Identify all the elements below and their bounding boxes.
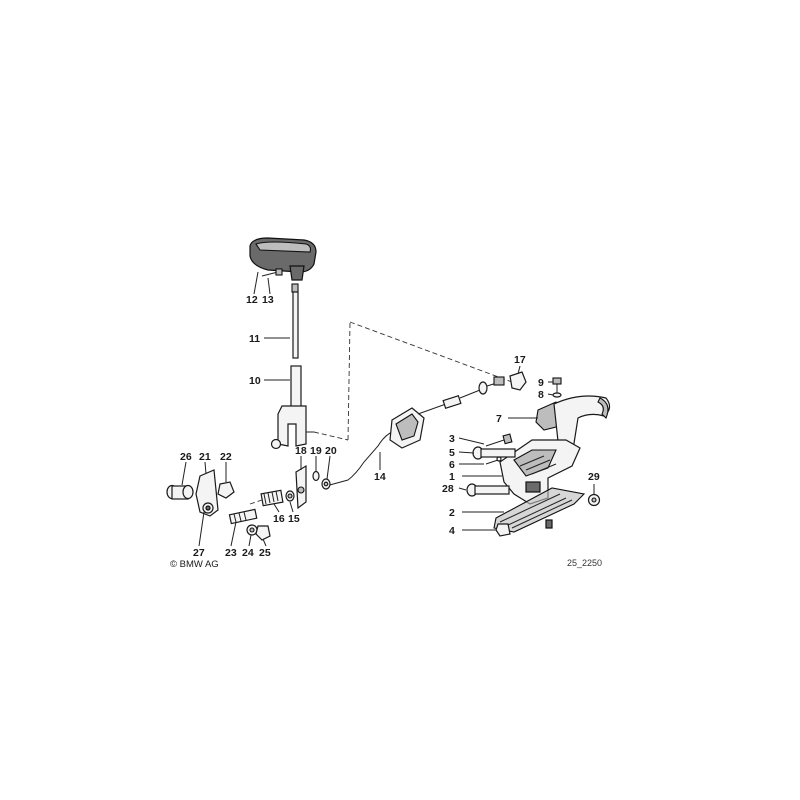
label-3: 3 [449, 433, 455, 445]
label-20: 20 [325, 445, 337, 457]
label-18: 18 [295, 445, 307, 457]
bolt-28 [466, 483, 510, 497]
bolt-23 [228, 508, 258, 525]
spring-16 [249, 489, 284, 507]
label-26: 26 [180, 451, 192, 463]
label-22: 22 [220, 451, 232, 463]
label-4: 4 [449, 525, 455, 537]
label-1: 1 [449, 471, 455, 483]
bushing-15 [285, 490, 295, 502]
pin-6 [485, 456, 502, 465]
label-21: 21 [199, 451, 211, 463]
part-labels: 12 13 11 10 17 9 8 7 3 5 6 1 28 2 4 29 1… [180, 294, 600, 559]
leader-lines [181, 271, 595, 547]
lever-21 [195, 469, 219, 517]
shift-cable [325, 376, 505, 487]
washer-19 [312, 470, 320, 482]
dashed-line [313, 431, 349, 441]
label-8: 8 [538, 389, 544, 401]
label-2: 2 [449, 507, 455, 519]
label-12: 12 [246, 294, 258, 306]
selector-rod [291, 283, 299, 359]
selector-lever [270, 365, 314, 450]
label-11: 11 [249, 333, 260, 345]
clip-17 [509, 371, 527, 391]
label-17: 17 [514, 354, 526, 366]
washer-24 [246, 524, 258, 536]
bolt-5 [472, 446, 516, 460]
shift-knob [249, 237, 317, 281]
copyright-text: © BMW AG [170, 559, 219, 570]
label-24: 24 [242, 547, 254, 559]
label-5: 5 [449, 447, 455, 459]
nut-20 [321, 478, 331, 490]
bushing-26 [166, 484, 194, 500]
nut-25 [255, 525, 271, 541]
nut-22 [217, 481, 235, 499]
dashed-line [347, 321, 351, 441]
bolt-9 [552, 377, 562, 398]
label-10: 10 [249, 375, 261, 387]
bracket-18 [295, 464, 307, 510]
label-25: 25 [259, 547, 271, 559]
label-19: 19 [310, 445, 322, 457]
label-6: 6 [449, 459, 455, 471]
nut-4 [495, 523, 511, 537]
label-29: 29 [588, 471, 600, 483]
label-14: 14 [374, 471, 386, 483]
label-27: 27 [193, 547, 205, 559]
washer-29 [587, 493, 601, 507]
figure-code: 25_2250 [567, 558, 602, 568]
screw-3 [485, 433, 513, 447]
label-13: 13 [262, 294, 274, 306]
label-7: 7 [496, 413, 502, 425]
screw-13 [261, 268, 283, 277]
label-28: 28 [442, 483, 454, 495]
selector-housing [493, 395, 611, 533]
label-15: 15 [288, 513, 300, 525]
label-9: 9 [538, 377, 544, 389]
dashed-line [349, 321, 513, 383]
label-16: 16 [273, 513, 285, 525]
label-23: 23 [225, 547, 237, 559]
